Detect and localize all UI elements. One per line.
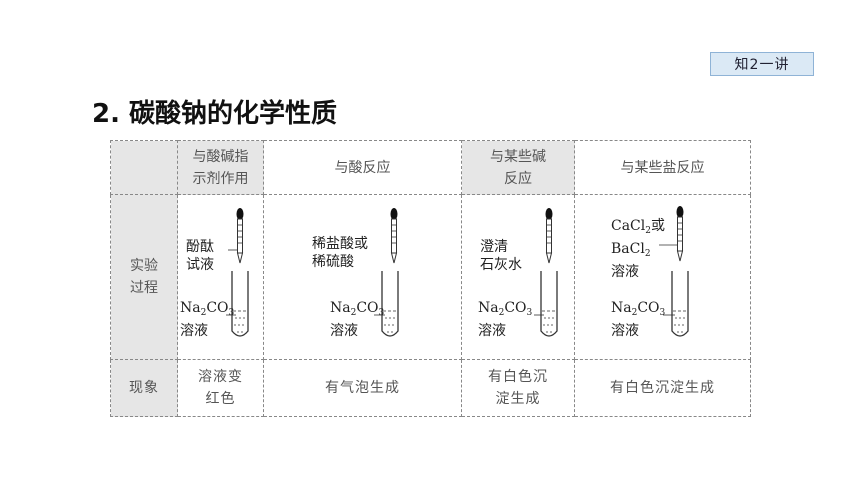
header-base: 与某些碱 反应 [461,140,575,195]
header-row: 与酸碱指 示剂作用 与酸反应 与某些碱 反应 与某些盐反应 [110,140,751,195]
row-label-experiment-line2: 过程 [130,280,158,296]
dropper [545,208,553,264]
corner-cell [110,140,178,195]
phenomenon-base: 有白色沉 淀生成 [461,359,575,417]
solution-label: Na2CO3 溶液 [330,300,385,339]
header-salt: 与某些盐反应 [574,140,751,195]
header-salt-label: 与某些盐反应 [620,159,705,176]
experiment-acid: 稀盐酸或 稀硫酸 Na2CO3 溶液 [263,194,462,360]
experiment-base: 澄清 石灰水 Na2CO3 溶液 [461,194,575,360]
solution-label: Na2CO3 溶液 [478,300,533,339]
phenomenon-indicator-line1: 溶液变 [198,369,243,385]
solution-label: Na2CO3 溶液 [611,300,666,339]
phenomenon-acid-text: 有气泡生成 [325,380,400,396]
header-base-line2: 反应 [504,170,532,187]
acid-apparatus [374,208,399,337]
solution-label: Na2CO3 溶液 [180,300,235,339]
salt-apparatus [659,206,689,337]
page-title: 2. 碳酸钠的化学性质 [92,99,338,129]
dropper [676,206,684,262]
phenomenon-acid: 有气泡生成 [263,359,462,417]
test-tube [540,271,558,337]
dropper [236,208,244,264]
header-base-line1: 与某些碱 [490,148,546,165]
experiment-salt: CaCl2或 BaCl2 溶液 Na2CO3 溶液 [574,194,751,360]
experiment-row: 实验 过程 [110,194,751,360]
reagent-label: 稀盐酸或 稀硫酸 [312,236,368,270]
test-tube [671,271,689,337]
reagent-label: CaCl2或 BaCl2 溶液 [611,218,665,280]
header-indicator: 与酸碱指 示剂作用 [177,140,264,195]
row-label-phenomenon-text: 现象 [129,380,159,396]
reagent-label: 酚酞 试液 [186,239,214,273]
header-indicator-line1: 与酸碱指 [192,148,249,165]
lecture-badge: 知2一讲 [710,52,814,76]
row-label-experiment: 实验 过程 [110,194,178,360]
phenomenon-salt: 有白色沉淀生成 [574,359,751,417]
phenomenon-base-line1: 有白色沉 [488,369,548,385]
experiment-indicator: 酚酞 试液 Na2CO3 溶液 [177,194,264,360]
base-apparatus [534,208,558,337]
phenomenon-base-line2: 淀生成 [495,391,541,407]
phenomenon-indicator-line2: 红色 [205,391,236,407]
test-tube [231,271,249,337]
header-acid: 与酸反应 [263,140,462,195]
indicator-apparatus [226,208,249,337]
phenomenon-row: 现象 溶液变 红色 有气泡生成 有白色沉 淀生成 有白色沉淀生成 [110,359,751,417]
header-indicator-line2: 示剂作用 [192,170,249,187]
properties-table: 与酸碱指 示剂作用 与酸反应 与某些碱 反应 与某些盐反应 实验 过程 [110,140,751,417]
test-tube [381,271,399,337]
reagent-label: 澄清 石灰水 [480,239,522,273]
dropper [390,208,398,264]
phenomenon-indicator: 溶液变 红色 [177,359,264,417]
row-label-phenomenon: 现象 [110,359,178,417]
header-acid-label: 与酸反应 [334,159,391,176]
row-label-experiment-line1: 实验 [130,258,158,274]
phenomenon-salt-text: 有白色沉淀生成 [610,380,715,396]
